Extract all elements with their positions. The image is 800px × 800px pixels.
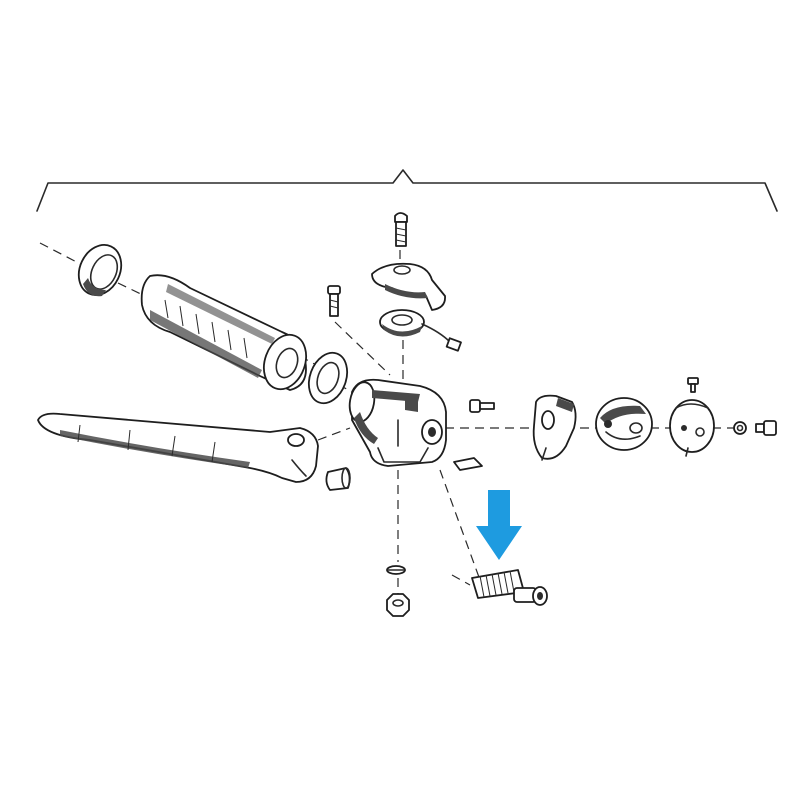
small-screw	[687, 377, 699, 393]
adjuster-plate	[453, 457, 483, 471]
switch-cover	[371, 262, 446, 311]
highlight-arrow-icon	[476, 490, 522, 560]
top-screw	[394, 212, 408, 247]
mounting-screw	[469, 399, 495, 413]
assembly-bracket	[36, 169, 778, 212]
clamp-body	[348, 378, 447, 467]
pivot-nut	[386, 593, 410, 617]
switch-bracket	[532, 394, 577, 461]
end-screw	[755, 420, 777, 436]
switch-plate	[379, 309, 462, 352]
end-washer	[733, 421, 747, 435]
switch-cap	[669, 399, 715, 457]
set-screw	[327, 285, 341, 317]
brake-lever	[37, 412, 319, 483]
switch-housing	[595, 397, 653, 451]
assembly-axis-lines	[39, 242, 740, 596]
grip-end-cap	[77, 244, 123, 297]
cable-adjuster-screw	[471, 569, 548, 606]
pivot-washer	[386, 565, 406, 575]
lever-bushing	[325, 467, 351, 491]
thrust-washer	[307, 351, 349, 405]
handlebar-grip	[140, 274, 307, 391]
